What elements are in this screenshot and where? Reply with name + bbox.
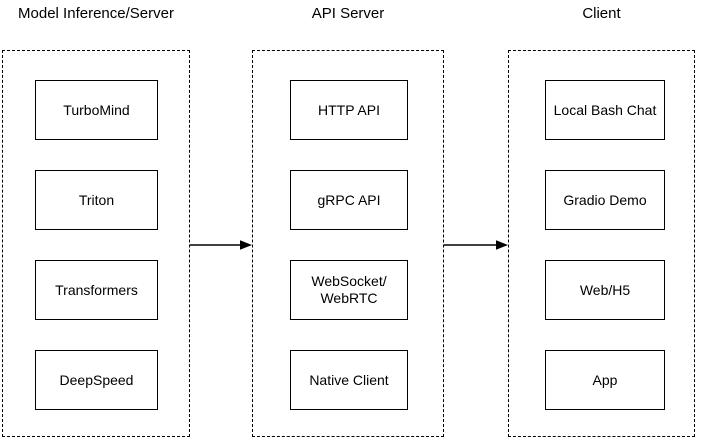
arrow-model-to-api-icon [190, 238, 252, 252]
column-title-api-server: API Server [311, 5, 385, 22]
group-client [508, 50, 695, 437]
node-local-bash-chat[interactable]: Local Bash Chat [545, 80, 665, 140]
node-web-h5[interactable]: Web/H5 [545, 260, 665, 320]
node-native-client[interactable]: Native Client [290, 350, 408, 410]
node-grpc-api[interactable]: gRPC API [290, 170, 408, 230]
node-turbomind[interactable]: TurboMind [35, 80, 158, 140]
node-app[interactable]: App [545, 350, 665, 410]
column-title-model-inference-server: Model Inference/Server [18, 5, 174, 22]
column-title-client: Client [582, 5, 621, 22]
node-deepspeed[interactable]: DeepSpeed [35, 350, 158, 410]
group-model-inference-server [2, 50, 190, 437]
node-gradio-demo[interactable]: Gradio Demo [545, 170, 665, 230]
group-api-server [252, 50, 444, 437]
node-transformers[interactable]: Transformers [35, 260, 158, 320]
node-triton[interactable]: Triton [35, 170, 158, 230]
arrow-api-to-client-icon [444, 238, 508, 252]
node-websocket-webrtc[interactable]: WebSocket/ WebRTC [290, 260, 408, 320]
node-http-api[interactable]: HTTP API [290, 80, 408, 140]
